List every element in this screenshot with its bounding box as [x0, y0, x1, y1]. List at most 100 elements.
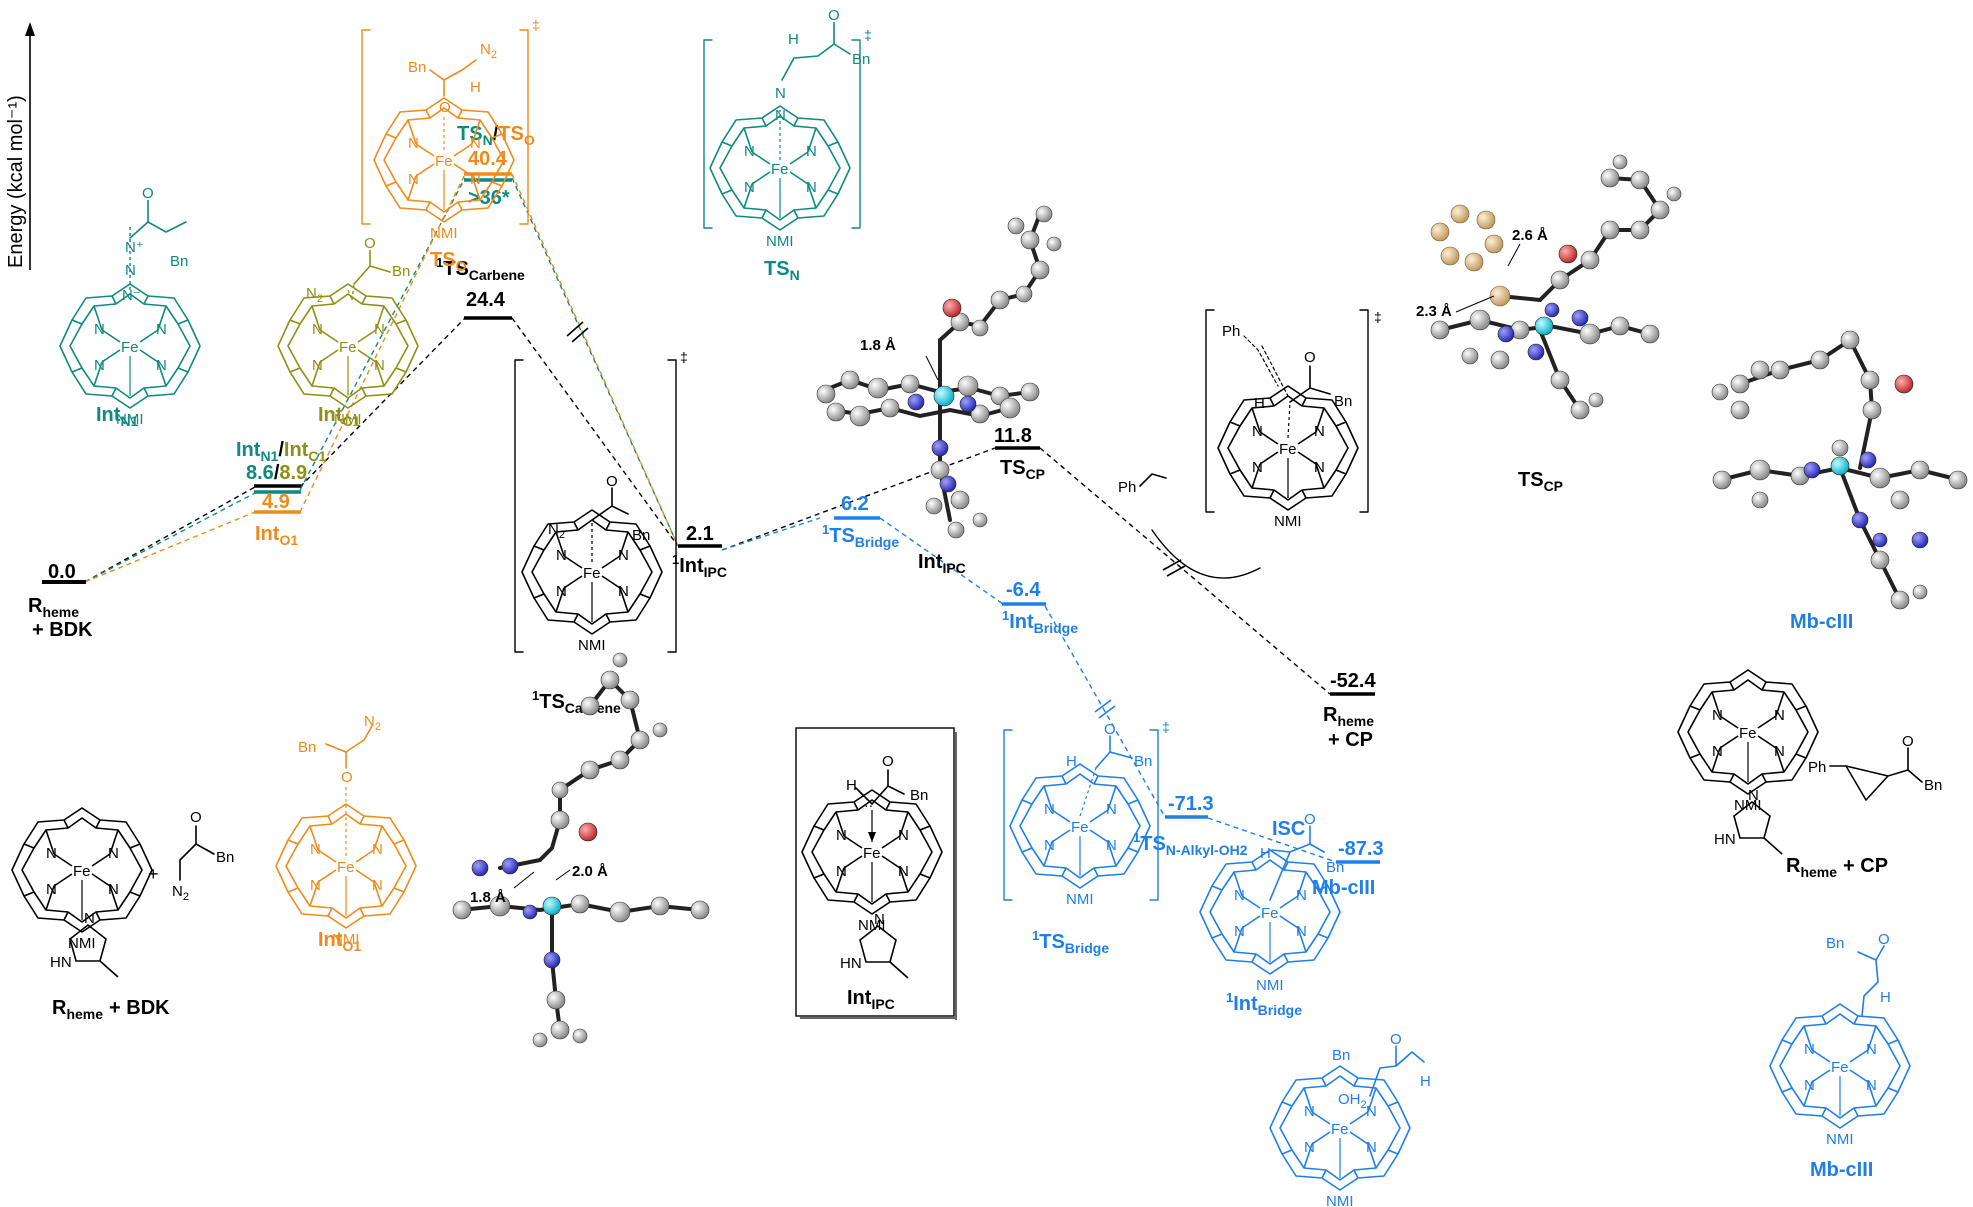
svg-text:Bn: Bn	[910, 787, 928, 804]
svg-text:O: O	[439, 99, 451, 116]
svg-text:1TSBridge: 1TSBridge	[822, 522, 899, 550]
svg-text:O: O	[142, 185, 154, 202]
level-ts-n-alkyl: -71.3 1TSN-Alkyl-OH2	[1133, 793, 1248, 858]
svg-text:Bn: Bn	[1134, 753, 1152, 770]
svg-text:+: +	[148, 864, 159, 884]
svg-text:O: O	[828, 7, 840, 24]
svg-text:O: O	[1902, 733, 1914, 750]
svg-text:O: O	[1304, 811, 1316, 828]
svg-text:Bn: Bn	[852, 51, 870, 68]
axis-break-marks	[566, 321, 1186, 719]
svg-text:11.8: 11.8	[994, 425, 1032, 447]
structure-ts-n-alkyl: OH2 O Bn H	[1269, 1031, 1431, 1207]
svg-text:O: O	[1390, 1031, 1402, 1048]
svg-text:1TSCarbene: 1TSCarbene	[532, 688, 621, 716]
svg-text:2.1: 2.1	[686, 523, 714, 545]
svg-text:Bn: Bn	[216, 849, 234, 866]
svg-text:H: H	[1880, 989, 1891, 1006]
level-int-bridge: -6.4 1IntBridge	[1002, 579, 1078, 636]
model-ts-cp-3d: 2.6 Å 2.3 Å TSCP	[1416, 154, 1682, 494]
structure-int-c1: O Bn N2 IntC1	[277, 235, 419, 429]
svg-text:1.8 Å: 1.8 Å	[860, 337, 896, 354]
svg-text:IntN1: IntN1	[96, 404, 139, 429]
svg-text:Rheme: Rheme	[28, 595, 79, 620]
svg-text:O: O	[364, 235, 376, 252]
svg-text:N: N	[125, 262, 136, 279]
svg-text:O: O	[1878, 931, 1890, 948]
level-int-ipc: 2.1 1IntIPC	[672, 523, 727, 580]
structure-int-n1: N⁻ N N⁺ O Bn IntN1	[59, 185, 201, 429]
svg-text:H: H	[470, 79, 481, 96]
level-rheme-cp: -52.4 Rheme + CP	[1323, 670, 1376, 751]
svg-text:IntIPC: IntIPC	[847, 987, 895, 1012]
svg-text:N2: N2	[306, 285, 323, 305]
svg-text:IntN1/IntC1: IntN1/IntC1	[236, 439, 326, 464]
svg-text:‡: ‡	[532, 17, 540, 33]
svg-text:H: H	[1260, 845, 1271, 862]
structure-int-o1: O Bn N2 IntO1	[275, 713, 417, 954]
svg-text:O: O	[341, 769, 353, 786]
svg-text:H: H	[1420, 1073, 1431, 1090]
svg-text:1TSCarbene: 1TSCarbene	[436, 255, 525, 283]
svg-text:··: ··	[864, 797, 873, 813]
svg-text:2.0 Å: 2.0 Å	[572, 863, 608, 880]
svg-text:1TSBridge: 1TSBridge	[1032, 928, 1109, 956]
svg-text:Bn: Bn	[1334, 393, 1352, 410]
svg-text:1IntBridge: 1IntBridge	[1226, 990, 1302, 1018]
model-ts-carbene-3d: 1.8 Å 2.0 Å	[452, 652, 710, 1048]
svg-text:Bn: Bn	[1924, 777, 1942, 794]
svg-text:2.3 Å: 2.3 Å	[1416, 303, 1452, 320]
svg-text:-71.3: -71.3	[1168, 793, 1214, 815]
svg-text:N2: N2	[548, 521, 565, 541]
svg-text:-87.3: -87.3	[1338, 838, 1384, 860]
svg-text:1.8 Å: 1.8 Å	[470, 889, 506, 906]
svg-text:1IntBridge: 1IntBridge	[1002, 608, 1078, 636]
structure-int-bridge: O H Bn 1IntBridge	[1199, 811, 1344, 1018]
svg-text:TSCP: TSCP	[1518, 469, 1563, 494]
svg-text:Mb-cIII: Mb-cIII	[1790, 611, 1853, 633]
pathway-connectors	[84, 173, 1337, 863]
svg-text:N: N	[775, 85, 786, 102]
structure-rheme-bdk: + O Bn N2 Rheme+ BDK	[11, 807, 234, 1022]
level-ts-carbene: 1TSCarbene 24.4	[436, 255, 525, 320]
svg-text:IntIPC: IntIPC	[918, 551, 966, 576]
structure-mb-ciii-2d: O Bn H Mb-cIII	[1769, 931, 1911, 1181]
svg-text:Ph: Ph	[1808, 759, 1826, 776]
svg-text:Mb-cIII: Mb-cIII	[1312, 877, 1375, 899]
axis-label: Energy (kcal mol⁻¹)	[5, 95, 27, 268]
model-int-ipc-3d: 1.8 Å IntIPC	[816, 205, 1062, 576]
svg-text:H: H	[788, 31, 799, 48]
svg-text:IntC1: IntC1	[318, 404, 361, 429]
level-rheme-bdk: 0.0 Rheme + BDK	[28, 561, 93, 641]
svg-text:N⁻: N⁻	[122, 287, 141, 304]
svg-text:Ph: Ph	[1222, 323, 1240, 340]
svg-text:Bn: Bn	[632, 527, 650, 544]
svg-text:Bn: Bn	[298, 739, 316, 756]
svg-text:‡: ‡	[680, 349, 688, 365]
svg-text:Ph: Ph	[1118, 479, 1136, 496]
level-ts-bridge: 6.2 1TSBridge	[822, 493, 899, 550]
svg-text:1TSN-Alkyl-OH2: 1TSN-Alkyl-OH2	[1133, 830, 1248, 858]
svg-text:N2: N2	[172, 883, 189, 903]
svg-text:O: O	[1104, 721, 1116, 738]
svg-text:-52.4: -52.4	[1330, 670, 1376, 692]
svg-text:8.6/8.9: 8.6/8.9	[246, 462, 307, 484]
svg-text:O: O	[1304, 349, 1316, 366]
structure-int-ipc-box: H O Bn ·· IntIPC	[795, 727, 957, 1020]
svg-text:‡: ‡	[1374, 309, 1382, 325]
svg-text:Bn: Bn	[1326, 859, 1344, 876]
svg-text:N: N	[775, 107, 786, 124]
level-ts-cp: 11.8 TSCP	[994, 425, 1045, 482]
svg-text:1IntIPC: 1IntIPC	[672, 552, 727, 580]
svg-text:+ CP: + CP	[1328, 729, 1373, 751]
svg-text:Bn: Bn	[1826, 935, 1844, 952]
svg-text:IntO1: IntO1	[255, 523, 298, 548]
svg-text:‡: ‡	[1162, 719, 1170, 735]
svg-text:H: H	[846, 777, 857, 794]
svg-text:O: O	[606, 473, 618, 490]
svg-text:TSN: TSN	[764, 258, 800, 283]
isc-label: ISC	[1272, 818, 1305, 840]
level-int-n1-c1: IntN1/IntC1 8.6/8.9	[236, 439, 326, 494]
structure-ts-carbene: ‡ O Bn N2 1TSCarbene	[514, 349, 688, 716]
